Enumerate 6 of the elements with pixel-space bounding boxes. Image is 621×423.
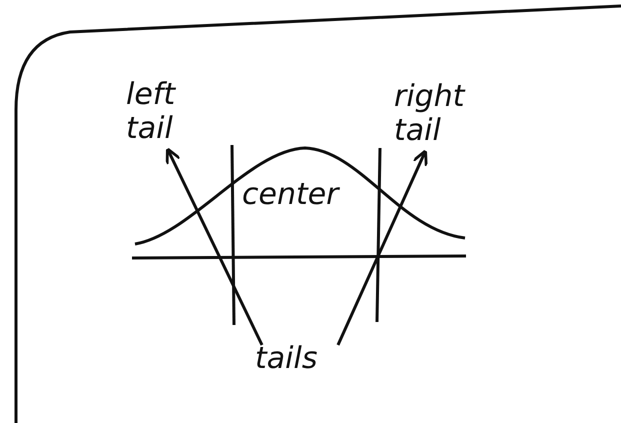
arrow: [166, 147, 264, 346]
tail-label: left tail: [126, 78, 177, 146]
arrow: [336, 149, 428, 346]
center-label: center: [242, 178, 341, 212]
tails-label: tails: [255, 342, 318, 376]
tail-label: right tail: [394, 80, 466, 148]
